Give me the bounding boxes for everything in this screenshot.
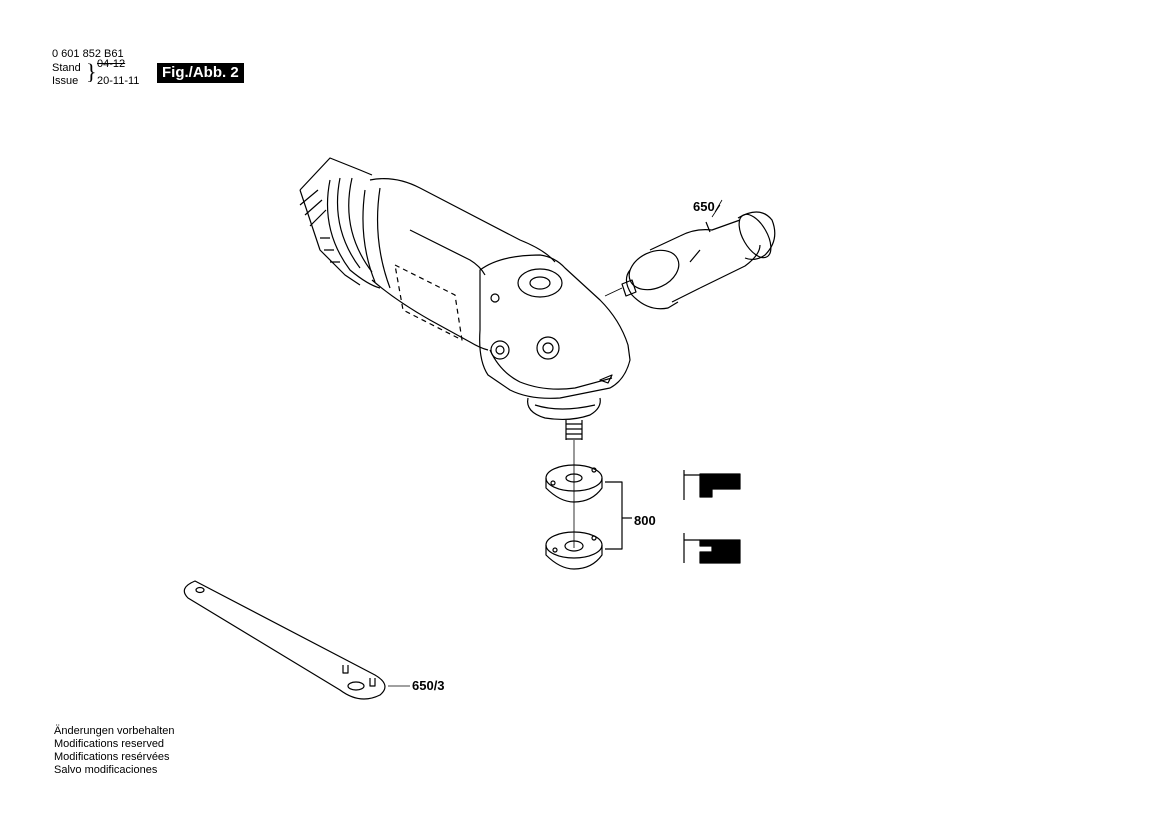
callout-flanges: 800	[634, 513, 656, 528]
figure-label: Fig./Abb. 2	[157, 63, 244, 83]
issue-label: Issue	[52, 75, 79, 87]
pin-spanner-illustration	[183, 580, 410, 700]
angle-grinder-illustration	[299, 157, 631, 548]
note-english: Modifications reserved	[54, 738, 165, 750]
side-handle-illustration	[604, 199, 776, 310]
issue-date: 20-11-11	[97, 75, 140, 87]
callout-side-handle: 650	[693, 199, 715, 214]
brace-symbol: }	[86, 59, 97, 84]
stand-date-struck: 04-12	[97, 58, 126, 70]
part-number: 0 601 852 B61	[52, 48, 124, 60]
stand-label: Stand	[52, 62, 81, 74]
note-german: Änderungen vorbehalten	[54, 725, 175, 737]
flange-washers-illustration	[545, 464, 741, 570]
callout-spanner: 650/3	[412, 678, 445, 693]
note-french: Modifications resérvées	[54, 751, 170, 763]
note-spanish: Salvo modificaciones	[54, 764, 158, 776]
